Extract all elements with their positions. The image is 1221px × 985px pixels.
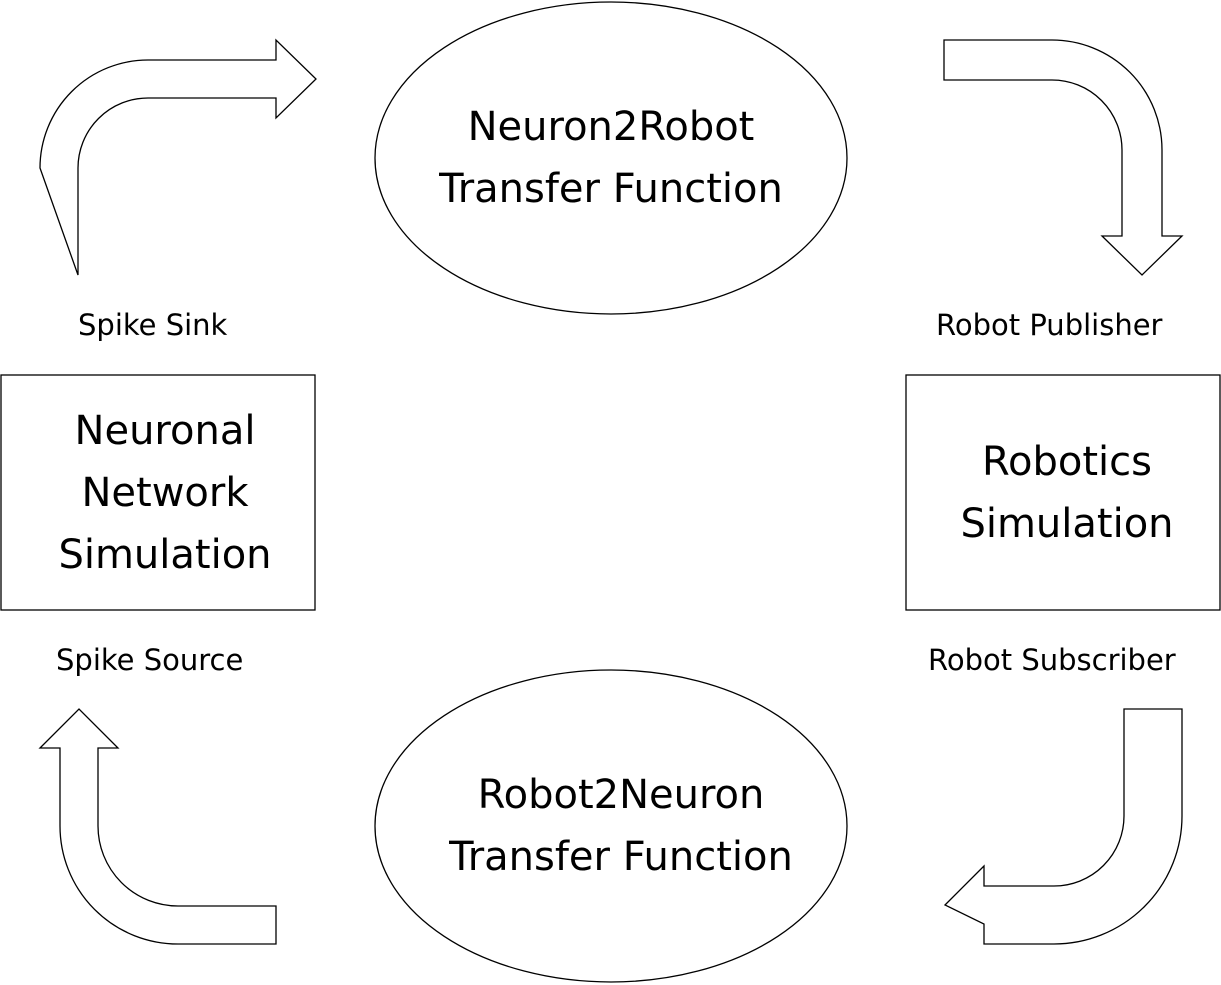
robotics-line-2: Simulation <box>960 500 1174 547</box>
neuron2robot-label: Neuron2Robot Transfer Function <box>375 2 847 314</box>
neuron2robot-ellipse <box>374 1 848 315</box>
neuronal-box <box>0 374 316 611</box>
robot-subscriber-label: Robot Subscriber <box>928 643 1176 677</box>
neuron2robot-line-1: Neuron2Robot <box>467 104 755 150</box>
spike-source-label: Spike Source <box>56 643 244 677</box>
robot2neuron-line-1: Robot2Neuron <box>477 772 765 818</box>
robot2neuron-label: Robot2Neuron Transfer Function <box>385 670 857 982</box>
robotics-box <box>905 374 1221 611</box>
robotics-label: Robotics Simulation <box>910 368 1221 617</box>
neuronal-label: Neuronal Network Simulation <box>8 368 322 617</box>
robot-publisher-label: Robot Publisher <box>936 308 1163 342</box>
neuronal-line-2: Network <box>81 469 249 516</box>
robot2neuron-line-2: Transfer Function <box>449 834 793 880</box>
arrow-neuron2robot-to-robot-publisher <box>943 39 1184 276</box>
arrow-robot-subscriber-to-robot2neuron <box>943 708 1183 945</box>
neuronal-line-1: Neuronal <box>74 407 256 454</box>
spike-sink-label: Spike Sink <box>78 308 228 342</box>
arrow-spike-sink-to-neuron2robot <box>39 38 317 276</box>
neuronal-line-3: Simulation <box>58 531 272 578</box>
arrow-robot2neuron-to-spike-source <box>38 708 277 945</box>
robot2neuron-ellipse <box>374 669 848 983</box>
neuron2robot-line-2: Transfer Function <box>439 166 783 212</box>
robotics-line-1: Robotics <box>982 438 1152 485</box>
